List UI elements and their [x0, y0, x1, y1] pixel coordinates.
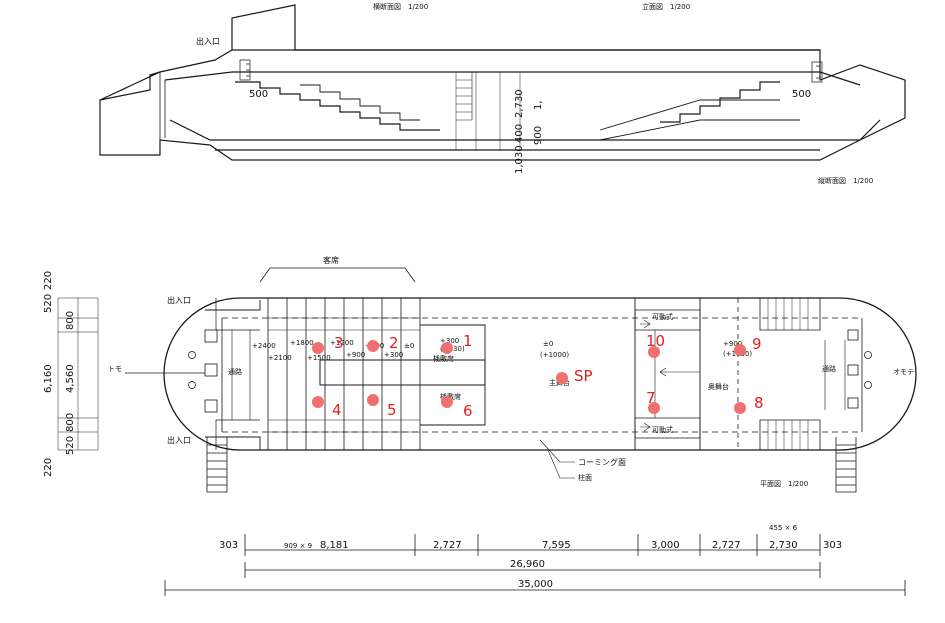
marker-4-label: 4 [332, 401, 342, 419]
sajiki-top-label: 桟敷席 [433, 354, 454, 363]
marker-3-label: 3 [334, 334, 344, 352]
aisle-right-label: 通路 [822, 364, 836, 373]
marker-3-dot [312, 342, 324, 354]
marker-5-dot [367, 394, 379, 406]
marker-1-dot [441, 342, 453, 354]
marker-6-label: 6 [463, 402, 473, 420]
marker-9-dot [734, 344, 746, 356]
marker-5-label: 5 [387, 401, 397, 419]
dim-8181: 8,181 [320, 540, 349, 551]
vdim-1030: 1,030 [514, 145, 525, 174]
pdim-520-top: 520 [43, 294, 54, 313]
dim-7595: 7,595 [542, 540, 571, 551]
dim-909x9: 909 × 9 [284, 542, 312, 550]
tomo-label: トモ [108, 365, 122, 373]
marker-4-dot [312, 396, 324, 408]
level-1800: +1800 [290, 339, 314, 347]
dim-2727-b: 2,727 [712, 540, 741, 551]
sajiki-top-level: +300 [440, 337, 459, 345]
entrance-bottom-label: 出入口 [167, 435, 191, 445]
main-stage-level-2: (+1000) [540, 351, 569, 359]
marker-sp-label: SP [574, 367, 593, 385]
marker-8-label: 8 [754, 394, 764, 412]
movable-bottom-label: 可動式 [652, 425, 673, 434]
marker-2-dot [367, 340, 379, 352]
marker-7-dot [648, 402, 660, 414]
marker-10-dot [648, 346, 660, 358]
dim-2730: 2,730 [769, 540, 798, 551]
plan-title: 平面図 1/200 [760, 480, 808, 488]
cross-section-title: 横断面図 1/200 [373, 2, 428, 11]
pdim-220-top: 220 [43, 271, 54, 290]
marker-sp-dot [556, 372, 568, 384]
dim-total-inner: 26,960 [510, 559, 545, 570]
pdim-6160: 6,160 [43, 364, 54, 393]
vdim-900: 900 [533, 126, 544, 145]
back-stage-level: +900 [723, 340, 742, 348]
level-2100: +2100 [268, 354, 292, 362]
pdim-800-top: 800 [65, 311, 76, 330]
omote-label: オモテ [893, 368, 914, 376]
front-view-title: 立面図 1/200 [642, 2, 690, 11]
dim-303-right: 303 [823, 540, 842, 551]
marker-10-label: 10 [646, 332, 665, 350]
dim-303-left: 303 [219, 540, 238, 551]
pdim-220-bottom: 220 [43, 458, 54, 477]
longitudinal-section [99, 4, 906, 161]
pdim-520-bottom: 520 [65, 436, 76, 455]
marker-7-label: 7 [646, 389, 656, 407]
dim-total-outer: 35,000 [518, 579, 553, 590]
dim-3000: 3,000 [651, 540, 680, 551]
main-stage-level: ±0 [543, 340, 553, 348]
marker-2-label: 2 [389, 334, 399, 352]
back-stage-label: 奥舞台 [708, 382, 729, 391]
pillar-label: 柱面 [578, 473, 592, 482]
vdim-2730: 2,730 [514, 89, 525, 118]
pdim-4560: 4,560 [65, 364, 76, 393]
vdim-1: 1, [533, 100, 544, 110]
marker-9-label: 9 [752, 335, 762, 353]
level-2400: +2400 [252, 342, 276, 350]
section-dim-right: 500 [792, 89, 811, 100]
pdim-800-bottom: 800 [65, 413, 76, 432]
section-entrance-label: 出入口 [196, 36, 220, 46]
marker-8-dot [734, 402, 746, 414]
level-0: ±0 [404, 342, 414, 350]
plan-view [57, 267, 917, 493]
movable-top-label: 可動式 [652, 312, 673, 321]
entrance-top-label: 出入口 [167, 295, 191, 305]
section-dim-left: 500 [249, 89, 268, 100]
level-1200: +1200 [330, 339, 354, 347]
dim-455x6: 455 × 6 [769, 524, 798, 532]
level-1500: +1500 [307, 354, 331, 362]
sajiki-bottom-label: 桟敷席 [440, 392, 461, 401]
seats-label: 客席 [323, 255, 339, 265]
measurement-markers: 1 2 3 4 5 6 7 8 9 10 SP [312, 332, 764, 420]
section-vertical-dims: 1,030 400 900 2,730 1, [514, 89, 544, 174]
longitudinal-section-title: 縦断面図 1/200 [818, 176, 873, 185]
level-300: +300 [384, 351, 403, 359]
coaming-label: コーミング面 [578, 457, 626, 467]
marker-6-dot [441, 396, 453, 408]
level-900: +900 [346, 351, 365, 359]
aisle-left-label: 通路 [228, 367, 242, 376]
dim-2727-a: 2,727 [433, 540, 462, 551]
marker-1-label: 1 [463, 332, 473, 350]
vdim-400: 400 [514, 124, 525, 143]
bottom-dimensions [164, 534, 906, 596]
plan-vertical-dims: 520 800 4,560 800 520 220 6,160 220 [43, 271, 76, 477]
